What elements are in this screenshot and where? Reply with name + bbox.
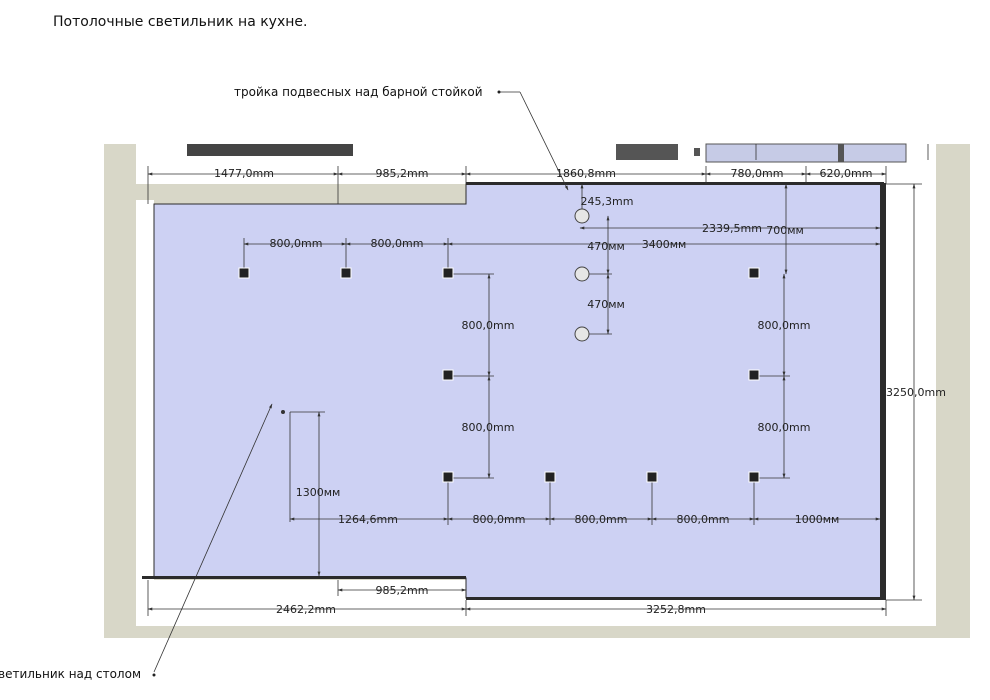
dim-right-col-1: 800,0mm <box>758 319 811 332</box>
page-title: Потолочные светильник на кухне. <box>53 14 308 30</box>
top-window-glass <box>705 143 907 163</box>
callout-table-light: ветильник над столом <box>0 667 141 681</box>
dim-right-height: 3250,0mm <box>886 386 946 399</box>
dim-top-1: 1477,0mm <box>214 167 274 180</box>
ceiling-area <box>153 183 885 599</box>
dim-bottom-2: 800,0mm <box>575 513 628 526</box>
right-wall-edge <box>880 183 886 599</box>
column-dims <box>452 273 790 479</box>
dim-pendant-gap-2: 470мм <box>587 298 625 311</box>
square-ceiling-light-icon <box>442 267 454 279</box>
pendant-lights <box>574 208 590 342</box>
callout-leaders <box>153 91 569 673</box>
callout-dot <box>152 673 156 677</box>
dim-row-2: 800,0mm <box>371 237 424 250</box>
callout-dot <box>497 90 501 94</box>
dim-left-col-1: 800,0mm <box>462 319 515 332</box>
square-ceiling-light-icon <box>748 471 760 483</box>
square-ceiling-light-icon <box>748 267 760 279</box>
row-dims <box>243 226 881 270</box>
point-light-icon <box>281 410 285 414</box>
dim-top-3: 1860,8mm <box>556 167 616 180</box>
dim-row-1: 800,0mm <box>270 237 323 250</box>
bottom-outer-dims <box>147 580 887 616</box>
dim-top-4: 780,0mm <box>731 167 784 180</box>
dim-top-2: 985,2mm <box>376 167 429 180</box>
square-ceiling-light-icon <box>748 369 760 381</box>
dim-right-col-2: 800,0mm <box>758 421 811 434</box>
dim-bottom-3: 800,0mm <box>677 513 730 526</box>
top-cabinet <box>187 144 353 156</box>
top-small-box <box>694 148 700 156</box>
dim-bottom-left: 2462,2mm <box>276 603 336 616</box>
square-ceiling-light-icon <box>646 471 658 483</box>
right-dim <box>886 183 922 601</box>
square-ceiling-light-icon <box>442 369 454 381</box>
dim-pendant-offset: 245,3mm <box>581 195 634 208</box>
round-pendant-light-icon <box>574 266 590 282</box>
table-dims <box>289 411 325 577</box>
bottom-notch-edge <box>142 576 466 579</box>
dim-bottom-offset: 1264,6mm <box>338 513 398 526</box>
dim-pendant-gap-1: 470мм <box>587 240 625 253</box>
wall-right-band <box>884 184 936 620</box>
bottom-wall-edge <box>466 597 886 600</box>
dim-pendant-to-wall: 2339,5mm <box>702 222 762 235</box>
dim-left-col-2: 800,0mm <box>462 421 515 434</box>
dim-pendant-to-row: 700мм <box>766 224 804 237</box>
dim-bottom-to-wall: 1000мм <box>795 513 840 526</box>
top-dim-chain <box>147 144 929 204</box>
bottom-row-dims <box>289 480 881 525</box>
square-lights <box>238 267 760 483</box>
dim-bottom-1: 800,0mm <box>473 513 526 526</box>
top-window-frame <box>616 144 678 160</box>
dim-bottom-right: 3252,8mm <box>646 603 706 616</box>
dim-bottom-notch: 985,2mm <box>376 584 429 597</box>
dim-table-height: 1300мм <box>296 486 341 499</box>
top-post <box>838 144 844 162</box>
square-ceiling-light-icon <box>544 471 556 483</box>
square-ceiling-light-icon <box>340 267 352 279</box>
round-pendant-light-icon <box>574 326 590 342</box>
dim-row-span: 3400мм <box>642 238 687 251</box>
square-ceiling-light-icon <box>442 471 454 483</box>
top-wall-edge <box>466 182 884 185</box>
wall-left-band <box>136 200 154 580</box>
dim-top-5: 620,0mm <box>820 167 873 180</box>
round-pendant-light-icon <box>574 208 590 224</box>
callout-bar-pendants: тройка подвесных над барной стойкой <box>234 85 483 99</box>
square-ceiling-light-icon <box>238 267 250 279</box>
